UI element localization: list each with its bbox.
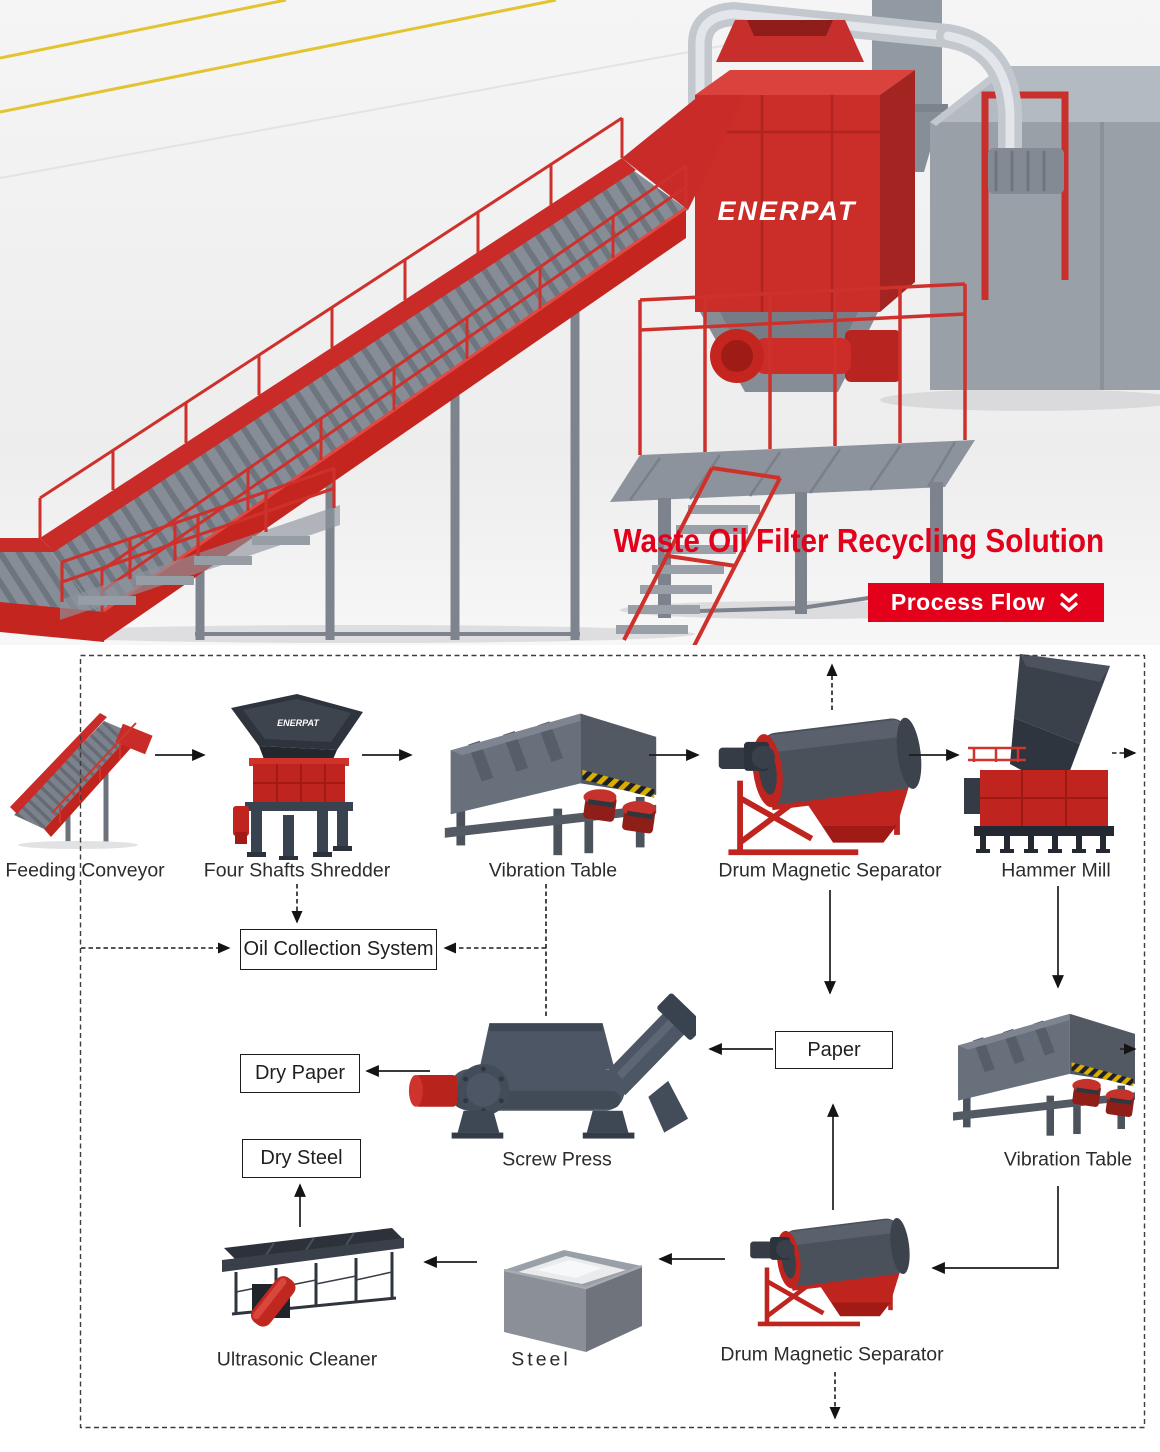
label-feeding-conveyor: Feeding Conveyor [5,859,165,882]
lower-walkway [60,466,340,620]
shredder-drive [710,329,901,383]
station-image-feeding-conveyor [8,695,168,853]
box-dry-paper: Dry Paper [240,1054,360,1093]
station-image-hammer-mill [962,652,1127,860]
label-hammer-mill: Hammer Mill [1001,859,1111,882]
floor-marking-line [0,0,557,114]
label-vibration-table-2: Vibration Table [1003,1148,1133,1171]
floor-marking-line [0,0,287,60]
feeding-conveyor-render [0,95,745,642]
double-chevron-down-icon [1060,592,1079,612]
label-vibration-table-1: Vibration Table [488,859,618,882]
page-title: Waste Oil Filter Recycling Solution [613,522,1104,559]
label-four-shafts-shredder: Four Shafts Shredder [203,859,391,882]
box-oil-collection-system: Oil Collection System [240,929,437,970]
shredder-hopper-top [716,20,864,62]
process-flow-label: Process Flow [890,589,1046,615]
station-image-steel-bin [490,1228,655,1356]
box-dry-steel: Dry Steel [242,1139,361,1178]
brand-logo: ENERPAT [717,196,857,226]
arrow-vibration2-to-separator2 [931,1186,1059,1274]
box-paper: Paper [775,1031,893,1069]
hero-machine-illustration: ENERPAT [0,0,1160,645]
stairs [616,466,782,645]
station-image-ultrasonic-cleaner [196,1222,408,1340]
label-drum-magnetic-separator-2: Drum Magnetic Separator [720,1343,944,1366]
process-flow-button[interactable]: Process Flow [868,583,1104,622]
conveyor-legs [195,290,580,640]
label-ultrasonic-cleaner: Ultrasonic Cleaner [216,1348,378,1371]
station-image-four-shafts-shredder: ENERPAT [225,692,370,860]
label-steel: Steel [511,1348,571,1371]
station-image-vibration-table-2 [948,1002,1140,1140]
station-image-drum-magnetic-separator-1 [712,705,927,860]
station-image-vibration-table-1 [438,700,663,860]
label-drum-magnetic-separator-1: Drum Magnetic Separator [718,859,942,882]
platform-railing [638,282,967,455]
station-image-drum-magnetic-separator-2 [742,1208,917,1330]
station-image-screw-press [398,993,696,1145]
label-screw-press: Screw Press [502,1148,612,1171]
brand-logo-small: ENERPAT [277,718,320,728]
